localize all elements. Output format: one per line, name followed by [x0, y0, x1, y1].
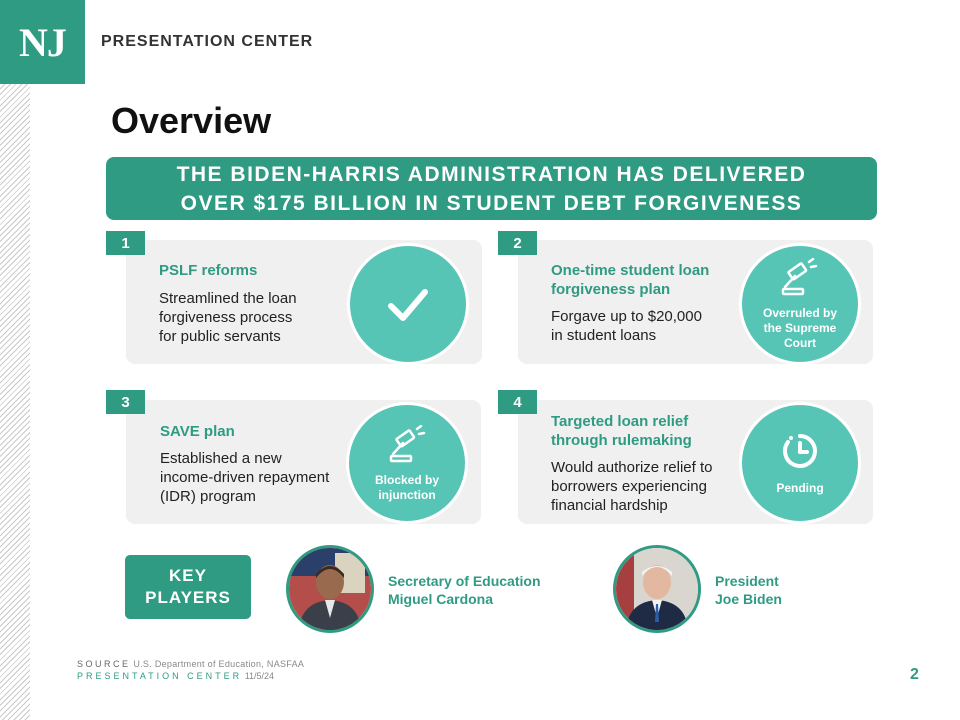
- card-title: SAVE plan: [160, 423, 235, 440]
- gavel-icon: [389, 425, 426, 463]
- card-number: 2: [498, 231, 537, 255]
- page-number: 2: [910, 666, 919, 683]
- gavel-icon: [781, 258, 818, 296]
- status-circle: [347, 243, 469, 365]
- page-title: Overview: [111, 100, 272, 141]
- card-number: 1: [106, 231, 145, 255]
- card-number: 3: [106, 390, 145, 414]
- biden-photo: [613, 545, 701, 633]
- brand-title: PRESENTATION CENTER: [101, 33, 314, 50]
- status-circle: Pending: [739, 402, 861, 524]
- headline-banner: THE BIDEN-HARRIS ADMINISTRATION HAS DELI…: [106, 157, 877, 220]
- banner-line-1: THE BIDEN-HARRIS ADMINISTRATION HAS DELI…: [176, 162, 807, 186]
- hatch-decoration: [0, 84, 30, 720]
- checkmark-icon: [388, 289, 428, 321]
- footer-brand: PRESENTATION CENTER 11/5/24: [77, 671, 275, 681]
- card-title: PSLF reforms: [159, 262, 258, 279]
- banner-line-2: OVER $175 BILLION IN STUDENT DEBT FORGIV…: [180, 191, 803, 215]
- cardona-photo: [286, 545, 374, 633]
- clock-icon: [783, 434, 817, 468]
- source-note: SOURCE U.S. Department of Education, NAS…: [77, 659, 305, 669]
- card-number: 4: [498, 390, 537, 414]
- nj-logo: NJ: [0, 0, 85, 84]
- status-label: Pending: [776, 481, 824, 495]
